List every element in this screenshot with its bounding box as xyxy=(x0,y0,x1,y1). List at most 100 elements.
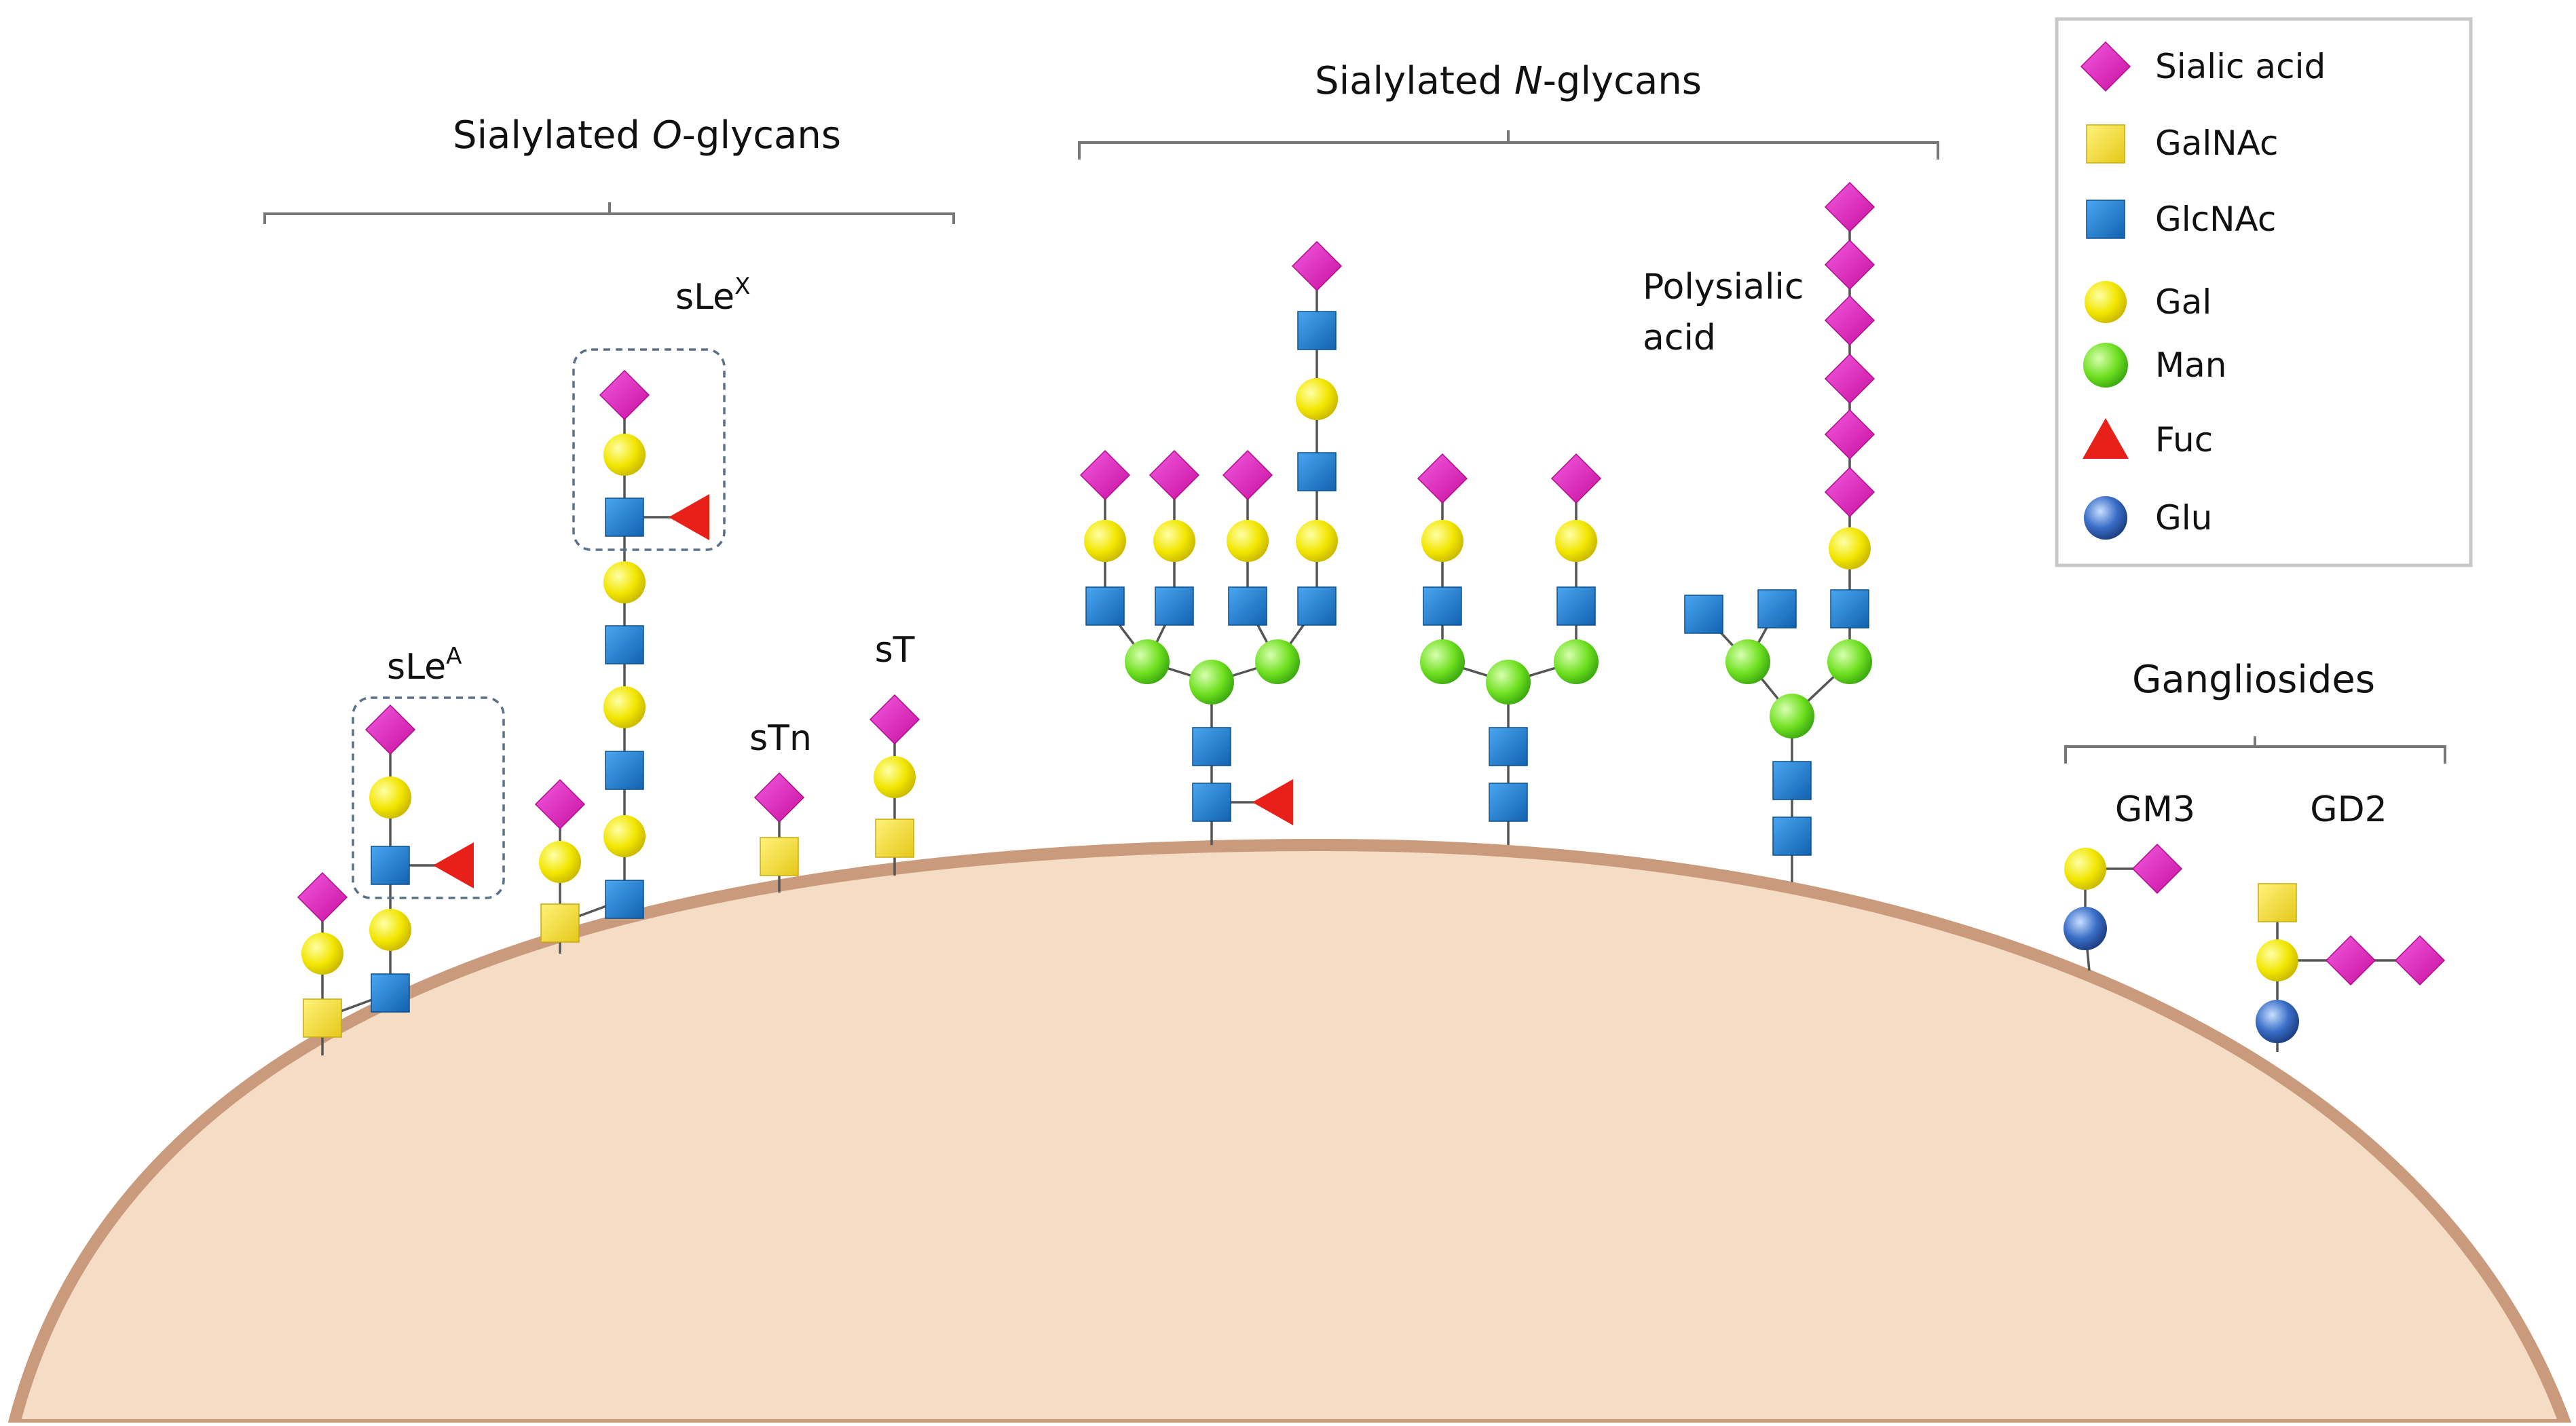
o-glycans-bracket xyxy=(263,202,955,224)
sialic-acid-diamond-icon xyxy=(869,694,920,745)
man-circle-icon xyxy=(1189,660,1234,705)
gangliosides-bracket xyxy=(2064,736,2446,764)
glcnac-square-icon xyxy=(371,973,410,1013)
glcnac-square-icon xyxy=(1155,586,1194,626)
sialic-acid-diamond-icon xyxy=(599,369,650,421)
glcnac-square-icon xyxy=(1228,586,1267,626)
glcnac-square-icon xyxy=(605,625,644,664)
polysialic-acid-label-line2: acid xyxy=(1643,318,1716,358)
sialic-acid-diamond-icon xyxy=(1222,449,1273,501)
glcnac-square-icon xyxy=(1556,586,1596,626)
legend-fuc-triangle-icon xyxy=(2083,418,2129,459)
glcnac-square-icon xyxy=(371,846,410,885)
sialic-acid-diamond-icon xyxy=(2394,935,2446,986)
sialic-acid-diamond-icon xyxy=(1149,449,1200,501)
slea-motif-box xyxy=(352,696,505,899)
fuc-triangle-icon xyxy=(433,842,474,888)
gal-circle-icon xyxy=(369,909,411,951)
gal-circle-icon xyxy=(2064,848,2106,890)
sialic-acid-diamond-icon xyxy=(1417,453,1468,504)
glu-sphere-icon xyxy=(2256,1000,2299,1043)
glcnac-square-icon xyxy=(1684,595,1723,634)
legend-label-man: Man xyxy=(2155,345,2226,385)
gal-circle-icon xyxy=(1227,520,1269,562)
galnac-square-icon xyxy=(2258,883,2297,922)
gm3-label: GM3 xyxy=(2115,789,2195,830)
polysialic-acid-label-line1: Polysialic xyxy=(1643,267,1804,307)
sialic-acid-diamond-icon xyxy=(1824,181,1875,233)
n-glycans-bracket xyxy=(1078,130,1939,160)
glcnac-square-icon xyxy=(605,751,644,790)
sialic-acid-diamond-icon xyxy=(1824,239,1875,290)
man-circle-icon xyxy=(1770,694,1814,738)
glcnac-square-icon xyxy=(1489,783,1528,822)
legend-label-fuc: Fuc xyxy=(2155,420,2213,459)
legend-label-sialic-acid: Sialic acid xyxy=(2155,47,2326,86)
n-glycans-title: Sialylated N-glycans xyxy=(1315,59,1702,103)
glycan-residues xyxy=(297,181,2446,1043)
man-circle-icon xyxy=(1554,639,1599,684)
glu-sphere-icon xyxy=(2064,907,2107,950)
fuc-triangle-icon xyxy=(669,494,709,540)
gal-circle-icon xyxy=(301,933,343,975)
sialic-acid-diamond-icon xyxy=(753,772,805,823)
legend: Sialic acid GalNAc GlcNAc Gal Man Fuc Gl… xyxy=(2055,17,2473,567)
glcnac-square-icon xyxy=(1192,783,1231,822)
man-circle-icon xyxy=(1725,639,1770,684)
sialic-acid-diamond-icon xyxy=(1824,466,1875,518)
legend-glcnac-square-icon xyxy=(2086,200,2125,239)
glcnac-square-icon xyxy=(1192,727,1231,766)
gal-circle-icon xyxy=(1829,527,1871,569)
gal-circle-icon xyxy=(874,756,916,798)
gal-circle-icon xyxy=(1296,378,1338,420)
legend-symbols xyxy=(2080,41,2131,540)
sialic-acid-diamond-icon xyxy=(2131,843,2183,895)
glcnac-square-icon xyxy=(605,880,644,919)
gal-circle-icon xyxy=(603,815,646,857)
legend-label-galnac: GalNAc xyxy=(2155,124,2279,163)
gal-circle-icon xyxy=(1555,520,1597,562)
legend-man-circle-icon xyxy=(2083,343,2128,388)
sialic-acid-diamond-icon xyxy=(1824,295,1875,346)
gal-circle-icon xyxy=(603,686,646,728)
galnac-square-icon xyxy=(303,998,342,1038)
gal-circle-icon xyxy=(1153,520,1195,562)
glcnac-square-icon xyxy=(1757,589,1797,628)
glcnac-square-icon xyxy=(1297,311,1337,350)
man-circle-icon xyxy=(1255,639,1300,684)
gal-circle-icon xyxy=(1084,520,1126,562)
fuc-triangle-icon xyxy=(1252,779,1293,825)
legend-frame xyxy=(2055,17,2473,567)
glcnac-square-icon xyxy=(1489,727,1528,766)
gal-circle-icon xyxy=(603,434,646,476)
gal-circle-icon xyxy=(1421,520,1463,562)
cell-membrane xyxy=(7,838,2573,1426)
gal-circle-icon xyxy=(1296,520,1338,562)
sialic-acid-diamond-icon xyxy=(1824,409,1875,460)
legend-glu-sphere-icon xyxy=(2084,496,2127,540)
sialic-acid-diamond-icon xyxy=(1079,449,1131,501)
sialic-acid-diamond-icon xyxy=(1550,453,1602,504)
man-circle-icon xyxy=(1486,660,1531,705)
glcnac-square-icon xyxy=(1297,586,1337,626)
legend-label-gal: Gal xyxy=(2155,282,2211,322)
man-circle-icon xyxy=(1827,639,1872,684)
gal-circle-icon xyxy=(603,561,646,603)
glcnac-square-icon xyxy=(1297,452,1337,491)
stn-label: sTn xyxy=(749,718,812,759)
man-circle-icon xyxy=(1420,639,1465,684)
gal-circle-icon xyxy=(539,841,581,883)
sialic-acid-diamond-icon xyxy=(1291,240,1343,292)
o-glycans-title: Sialylated O-glycans xyxy=(453,113,841,157)
gd2-label: GD2 xyxy=(2310,789,2387,830)
galnac-square-icon xyxy=(540,903,580,943)
man-circle-icon xyxy=(1125,639,1170,684)
legend-label-glu: Glu xyxy=(2155,498,2212,538)
slea-label: sLeA xyxy=(387,643,462,688)
glcnac-square-icon xyxy=(1423,586,1462,626)
glcnac-square-icon xyxy=(1772,761,1812,800)
galnac-square-icon xyxy=(875,819,914,858)
sialic-acid-diamond-icon xyxy=(1824,353,1875,405)
sialic-acid-diamond-icon xyxy=(365,704,416,755)
